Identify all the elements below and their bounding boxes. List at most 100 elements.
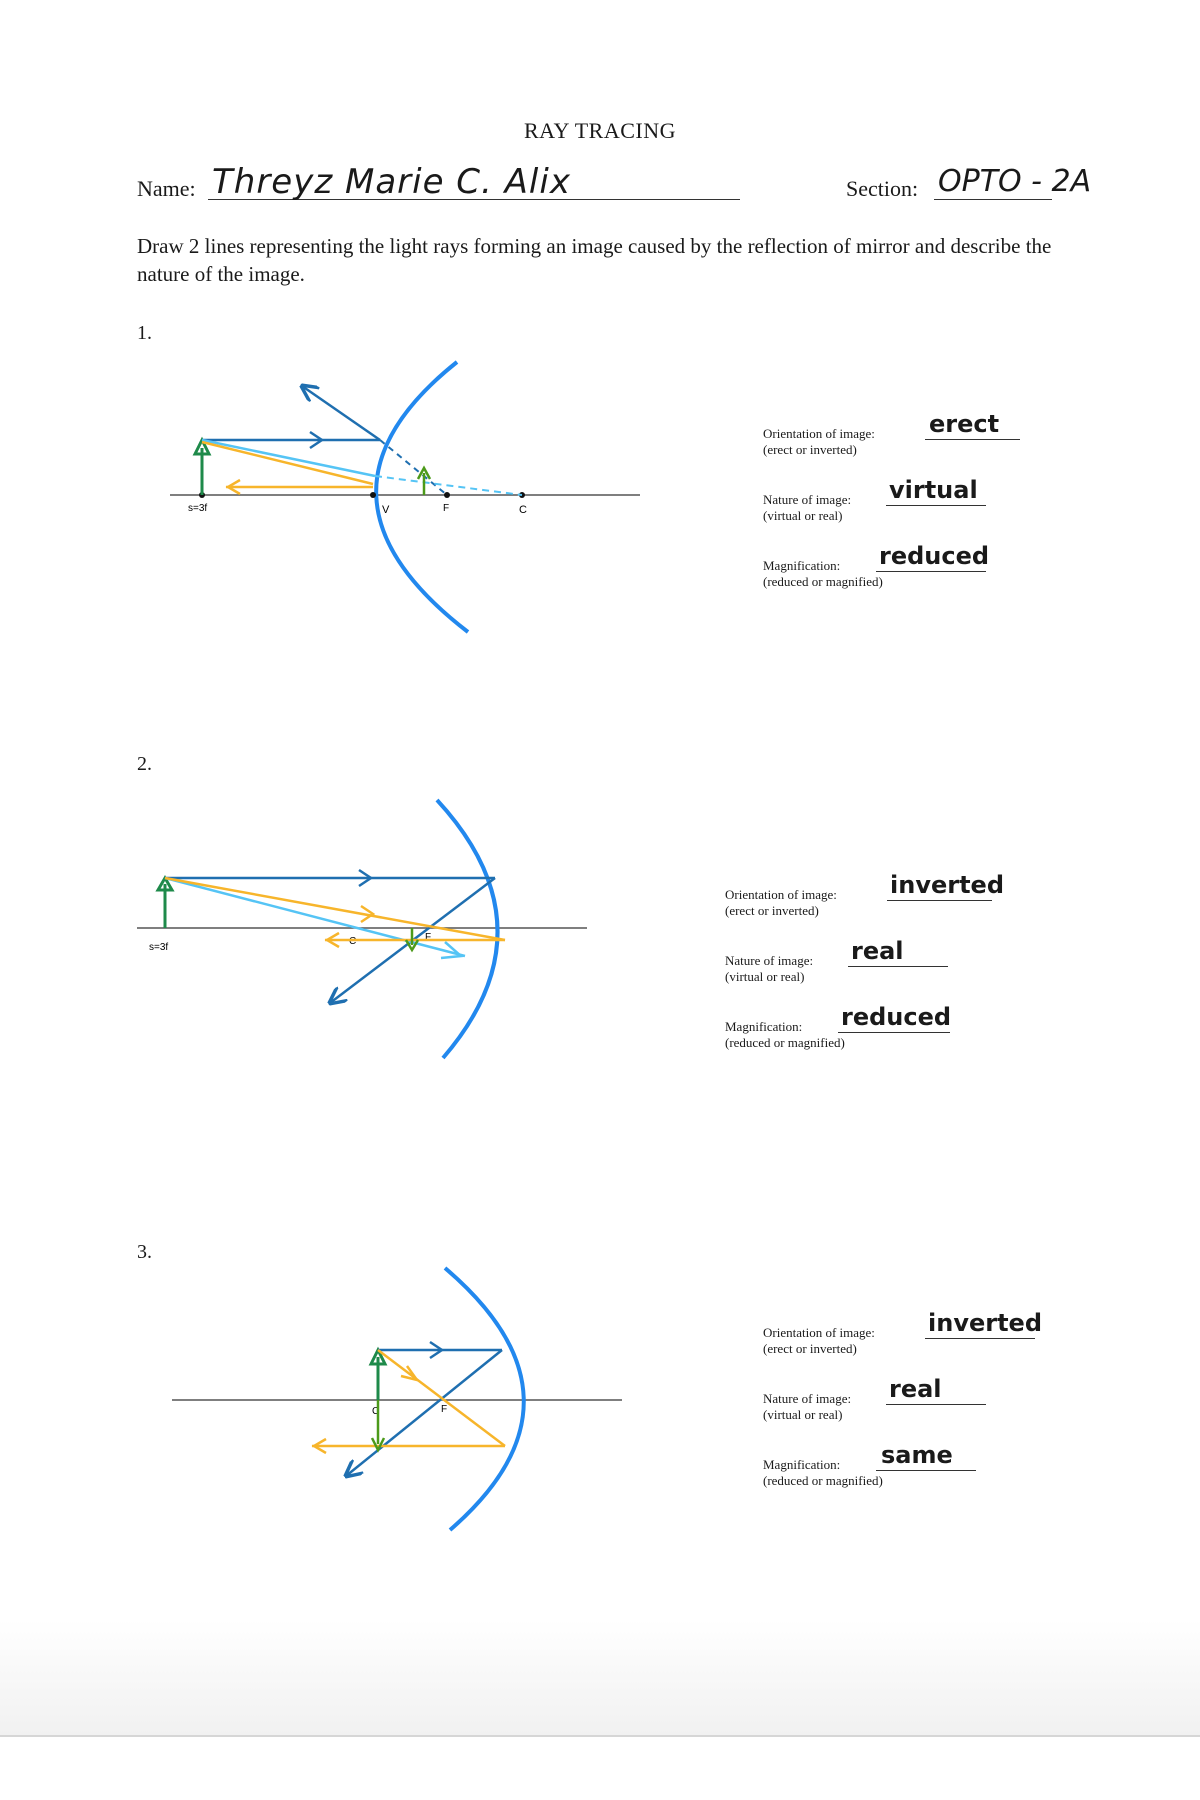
question-1-answers: Orientation of image: (erect or inverted… (763, 410, 1083, 610)
answer-label: Magnification: (763, 558, 841, 573)
question-3-diagram: C F (172, 1266, 622, 1532)
object-arrow-head (368, 1346, 388, 1366)
ray-yellow-in (377, 1349, 506, 1447)
answer-hint: (erect or inverted) (763, 442, 857, 457)
answer-nature: Nature of image: (virtual or real) virtu… (763, 476, 1083, 544)
answer-orientation: Orientation of image: (erect or inverted… (725, 871, 1045, 939)
answer-magnification: Magnification: (reduced or magnified) re… (763, 542, 1083, 610)
section-label: Section: (846, 176, 919, 201)
image-arrow-head (416, 465, 432, 480)
answer-label: Orientation of image: (763, 426, 875, 441)
object-arrow-head (155, 875, 175, 892)
ray-yellow-arrow-out (324, 931, 340, 949)
answer-value: real (851, 937, 904, 965)
label-s3f: s=3f (188, 503, 207, 514)
label-c: C (519, 504, 527, 516)
answer-hint: (virtual or real) (725, 969, 805, 984)
question-2-number: 2. (137, 753, 152, 775)
answer-underline (925, 439, 1020, 440)
image-arrow-head (404, 939, 420, 953)
answer-label: Orientation of image: (725, 887, 837, 902)
page-bottom-shadow (0, 1620, 1200, 1735)
answer-value: inverted (928, 1309, 1042, 1337)
answer-label: Nature of image: (725, 953, 814, 968)
answer-hint: (reduced or magnified) (763, 1473, 883, 1488)
answer-nature: Nature of image: (virtual or real) real (763, 1375, 1083, 1443)
label-c: C (349, 936, 356, 947)
answer-hint: (erect or inverted) (763, 1341, 857, 1356)
answer-underline (876, 571, 986, 572)
answer-underline (848, 966, 948, 967)
answer-underline (838, 1032, 950, 1033)
answer-nature: Nature of image: (virtual or real) real (725, 937, 1045, 1005)
ray-parallel-arrow (429, 1340, 445, 1360)
answer-orientation: Orientation of image: (erect or inverted… (763, 410, 1083, 478)
name-label: Name: (137, 176, 196, 201)
answer-underline (925, 1338, 1035, 1339)
answer-hint: (virtual or real) (763, 1407, 843, 1422)
section-value: OPTO - 2A (938, 164, 1092, 199)
question-1-diagram: s=3f V F C (170, 360, 640, 634)
label-v: V (382, 504, 390, 516)
answer-underline (876, 1470, 976, 1471)
convex-mirror (374, 360, 470, 634)
answer-orientation: Orientation of image: (erect or inverted… (763, 1309, 1083, 1377)
ray-reflected (346, 1349, 503, 1476)
answer-label: Nature of image: (763, 492, 852, 507)
question-3-answers: Orientation of image: (erect or inverted… (763, 1309, 1083, 1509)
answer-value: inverted (890, 871, 1004, 899)
page-bottom-margin (0, 1737, 1200, 1800)
object-arrow-head (192, 436, 212, 456)
ray-yellow-arrow-in (400, 1365, 420, 1383)
label-f: F (441, 1404, 447, 1415)
name-value: Threyz Marie C. Alix (212, 162, 571, 202)
answer-label: Magnification: (763, 1457, 841, 1472)
ray-to-focus-dashed (374, 475, 523, 496)
answer-underline (886, 505, 986, 506)
page-title: RAY TRACING (524, 118, 676, 143)
ray-yellow-in (164, 876, 506, 942)
answer-value: reduced (879, 542, 990, 570)
answer-hint: (erect or inverted) (725, 903, 819, 918)
label-f: F (425, 932, 431, 943)
ray-light-blue-arrow (440, 941, 464, 960)
section-underline (934, 199, 1052, 200)
ray-light-blue (164, 876, 466, 958)
answer-underline (887, 900, 992, 901)
answer-label: Nature of image: (763, 1391, 852, 1406)
answer-label: Orientation of image: (763, 1325, 875, 1340)
answer-hint: (virtual or real) (763, 508, 843, 523)
answer-value: reduced (841, 1003, 952, 1031)
answer-underline (886, 1404, 986, 1405)
answer-magnification: Magnification: (reduced or magnified) re… (725, 1003, 1045, 1071)
label-s3f: s=3f (149, 942, 168, 953)
ray-parallel-arrow (358, 868, 374, 888)
answer-value: same (881, 1441, 953, 1469)
name-underline (208, 199, 740, 200)
answer-value: virtual (889, 476, 978, 504)
question-1-number: 1. (137, 322, 152, 344)
answer-label: Magnification: (725, 1019, 803, 1034)
question-3-number: 3. (137, 1241, 152, 1263)
ray-extension-dashed (379, 439, 448, 496)
point-f (444, 492, 450, 498)
label-f: F (443, 503, 449, 514)
page-bottom-divider (0, 1735, 1200, 1737)
answer-value: real (889, 1375, 942, 1403)
answer-magnification: Magnification: (reduced or magnified) sa… (763, 1441, 1083, 1509)
answer-value: erect (929, 410, 1000, 438)
concave-mirror (443, 1266, 526, 1532)
concave-mirror (435, 798, 500, 1060)
answer-hint: (reduced or magnified) (725, 1035, 845, 1050)
ray-yellow-in (201, 440, 374, 486)
point-v (370, 492, 376, 498)
ray-yellow-arrow (225, 478, 241, 496)
ray-reflected (302, 386, 381, 442)
ray-parallel-arrow (309, 430, 325, 450)
ray-yellow-arrow-in (360, 904, 376, 924)
answer-hint: (reduced or magnified) (763, 574, 883, 589)
question-2-diagram: s=3f C F (137, 798, 587, 1060)
ray-to-focus (201, 438, 376, 478)
question-2-answers: Orientation of image: (erect or inverted… (725, 871, 1045, 1071)
ray-yellow-arrow-out (311, 1437, 327, 1455)
